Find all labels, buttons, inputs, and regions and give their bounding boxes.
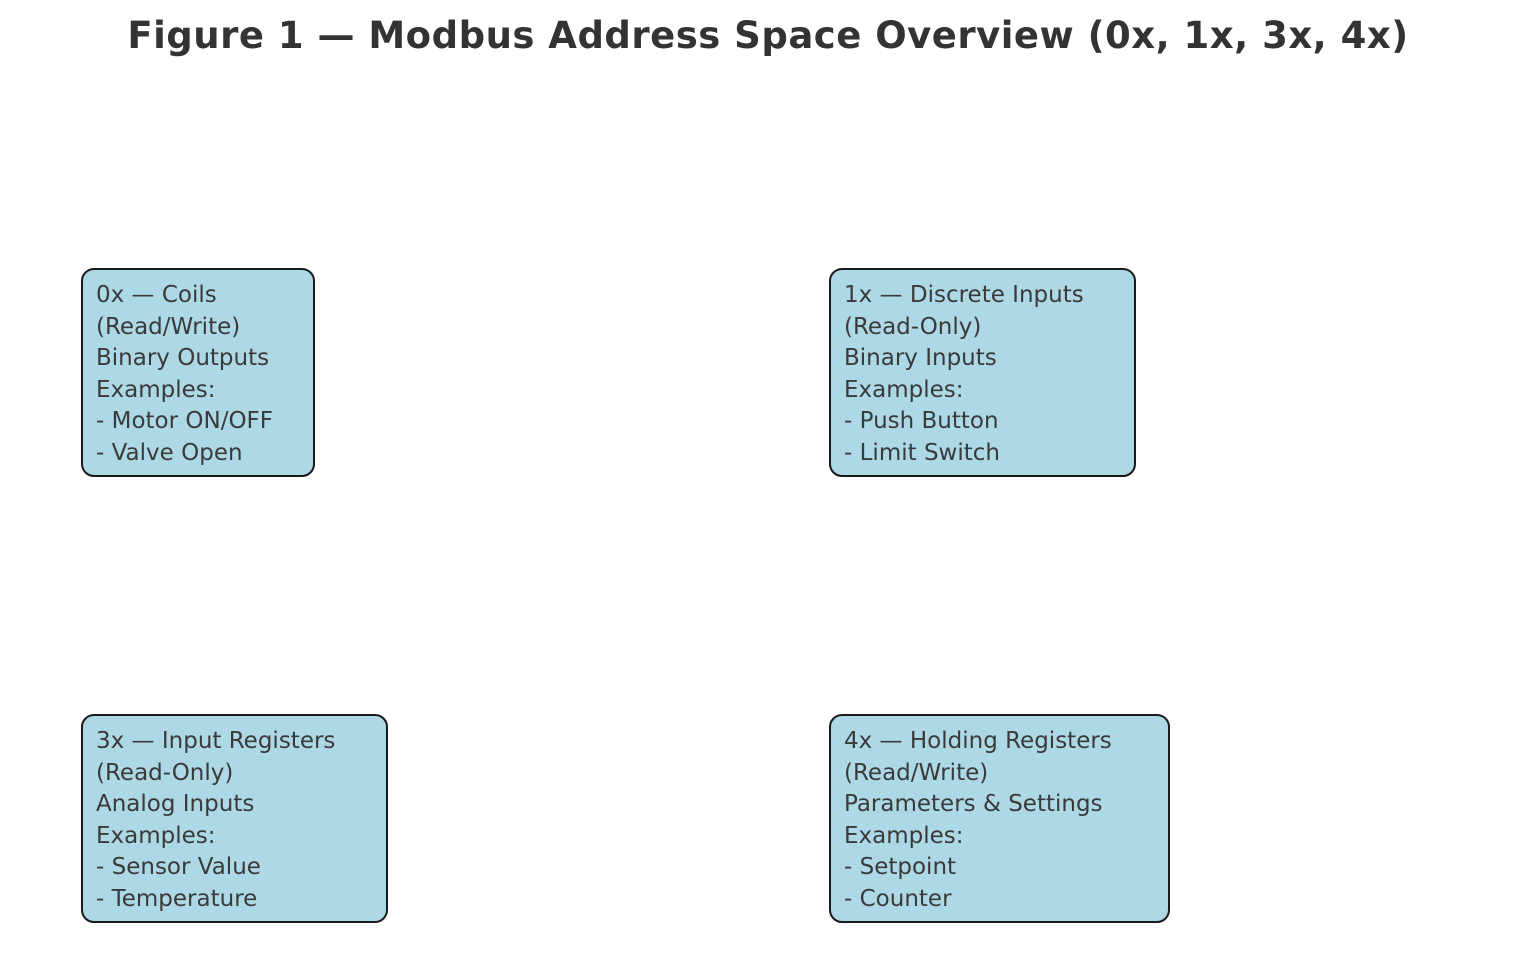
node-line: - Valve Open	[96, 439, 243, 466]
node-line: Examples:	[96, 822, 216, 849]
node-line: - Counter	[844, 885, 952, 912]
node-line: Analog Inputs	[96, 791, 255, 817]
node-line: - Push Button	[844, 408, 999, 434]
node-line: Binary Outputs	[96, 345, 270, 371]
figure-title: Figure 1 — Modbus Address Space Overview…	[127, 14, 1409, 57]
node-line: 1x — Discrete Inputs	[844, 282, 1084, 308]
node-line: Examples:	[844, 822, 964, 849]
node-input-registers: 3x — Input Registers (Read-Only) Analog …	[81, 714, 388, 923]
node-line: 0x — Coils	[96, 282, 217, 308]
node-discrete-inputs: 1x — Discrete Inputs (Read-Only) Binary …	[829, 268, 1136, 477]
node-line: (Read/Write)	[844, 759, 989, 786]
node-line: Binary Inputs	[844, 345, 997, 371]
node-line: (Read-Only)	[96, 759, 234, 786]
node-line: - Sensor Value	[96, 854, 261, 880]
node-line: 4x — Holding Registers	[844, 728, 1112, 754]
node-line: - Temperature	[96, 885, 258, 912]
node-line: - Motor ON/OFF	[96, 408, 274, 434]
node-line: (Read-Only)	[844, 313, 982, 340]
node-line: 3x — Input Registers	[96, 728, 336, 754]
node-line: - Limit Switch	[844, 439, 1000, 466]
node-holding-registers: 4x — Holding Registers (Read/Write) Para…	[829, 714, 1170, 923]
node-coils: 0x — Coils (Read/Write) Binary Outputs E…	[81, 268, 315, 477]
node-line: - Setpoint	[844, 854, 957, 880]
node-line: Examples:	[96, 376, 216, 403]
node-line: Parameters & Settings	[844, 791, 1103, 817]
node-line: Examples:	[844, 376, 964, 403]
node-line: (Read/Write)	[96, 313, 241, 340]
